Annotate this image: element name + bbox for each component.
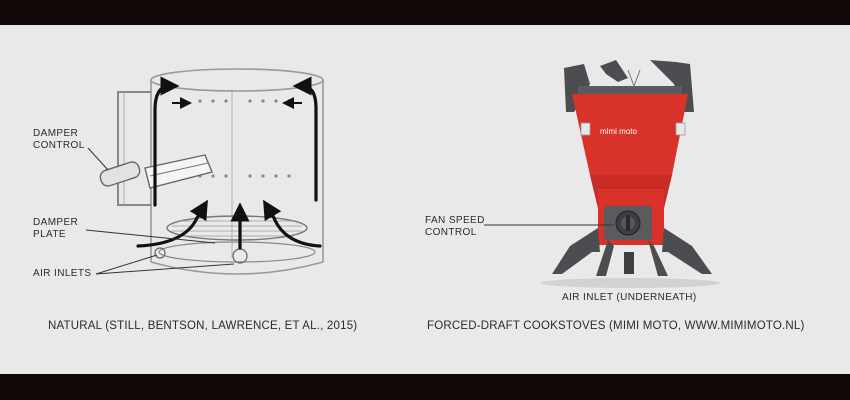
- handle-bracket: [117, 91, 152, 206]
- air-inlets-label: AIR INLETS: [33, 268, 92, 279]
- natural-stove-caption: NATURAL (STILL, BENTSON, LAWRENCE, ET AL…: [48, 320, 358, 332]
- fan-speed-line2: CONTROL: [425, 227, 477, 238]
- figure-panel: [0, 25, 850, 374]
- damper-control-line2: CONTROL: [33, 140, 85, 151]
- air-inlet-underneath-label: AIR INLET (UNDERNEATH): [562, 292, 697, 303]
- airflow-arrows: [136, 76, 322, 250]
- cylinder-bottom: [150, 261, 324, 275]
- damper-plate-line1: DAMPER: [33, 217, 79, 228]
- fan-speed-control-label: FAN SPEED CONTROL: [425, 215, 485, 239]
- damper-control-line1: DAMPER: [33, 128, 79, 139]
- damper-lever: [99, 154, 213, 189]
- fan-speed-line1: FAN SPEED: [425, 215, 485, 226]
- air-inlet-hole-left: [154, 247, 166, 259]
- top-border-bar: [0, 0, 850, 25]
- forced-draft-caption: FORCED-DRAFT COOKSTOVES (MIMI MOTO, WWW.…: [427, 320, 805, 332]
- stove-legs: [552, 228, 712, 276]
- brand-logo: mimi moto: [600, 127, 637, 136]
- damper-plate-line2: PLATE: [33, 229, 66, 240]
- damper-control-label: DAMPER CONTROL: [33, 128, 85, 152]
- damper-plate-label: DAMPER PLATE: [33, 217, 78, 241]
- bottom-border-bar: [0, 374, 850, 400]
